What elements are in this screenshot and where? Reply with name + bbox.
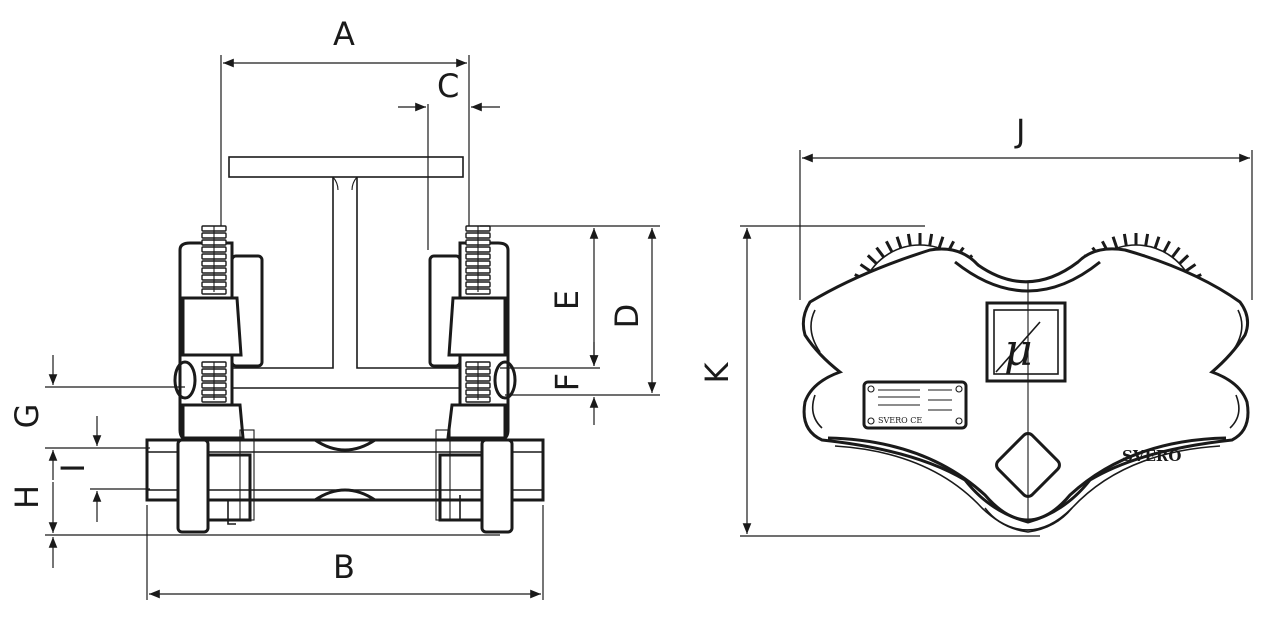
dim-label-f: F (548, 373, 586, 391)
dim-label-e: E (548, 290, 586, 310)
gear-tooth (1111, 236, 1119, 249)
gear-tooth (1122, 233, 1128, 247)
logo-mu-glyph: μ (1004, 325, 1033, 376)
gear-tooth (859, 263, 872, 273)
gear-tooth (885, 240, 894, 253)
axle-assembly (145, 429, 545, 534)
logo-badge: μ (985, 301, 1067, 383)
name-plate: SVERO CE (862, 380, 968, 430)
dim-label-b: B (333, 548, 355, 586)
dim-label-c: C (437, 67, 459, 105)
gear-tooth (1144, 233, 1150, 247)
gear-tooth (906, 233, 912, 247)
gear-tooth (1178, 254, 1190, 265)
gear-tooth (1171, 246, 1181, 259)
gear-tooth (928, 233, 934, 247)
gear-tooth (937, 236, 945, 249)
gear-tooth (895, 236, 903, 249)
gear-tooth (1184, 263, 1197, 273)
brand-label: SVERO (1122, 447, 1181, 465)
dim-label-h: H (8, 485, 46, 509)
front-dimensions (45, 55, 660, 600)
diamond-emblem (995, 432, 1061, 498)
side-view: μ SVERO CE SVERO (698, 112, 1253, 537)
front-view: A C E D F G I H B (8, 15, 660, 600)
dim-label-d: D (608, 304, 646, 329)
dim-label-g: G (8, 404, 46, 429)
dim-label-a: A (333, 15, 355, 53)
dim-label-k: K (698, 361, 736, 383)
i-beam (228, 156, 464, 389)
gear-tooth (875, 246, 885, 259)
gear-tooth (866, 254, 878, 265)
side-dimensions (740, 150, 1253, 537)
dim-label-i: I (54, 463, 92, 472)
dim-label-j: J (1014, 112, 1025, 150)
gear-teeth-front (201, 225, 491, 403)
gear-tooth (1162, 240, 1171, 253)
gear-tooth (1153, 236, 1161, 249)
plate-text: SVERO CE (878, 416, 922, 425)
